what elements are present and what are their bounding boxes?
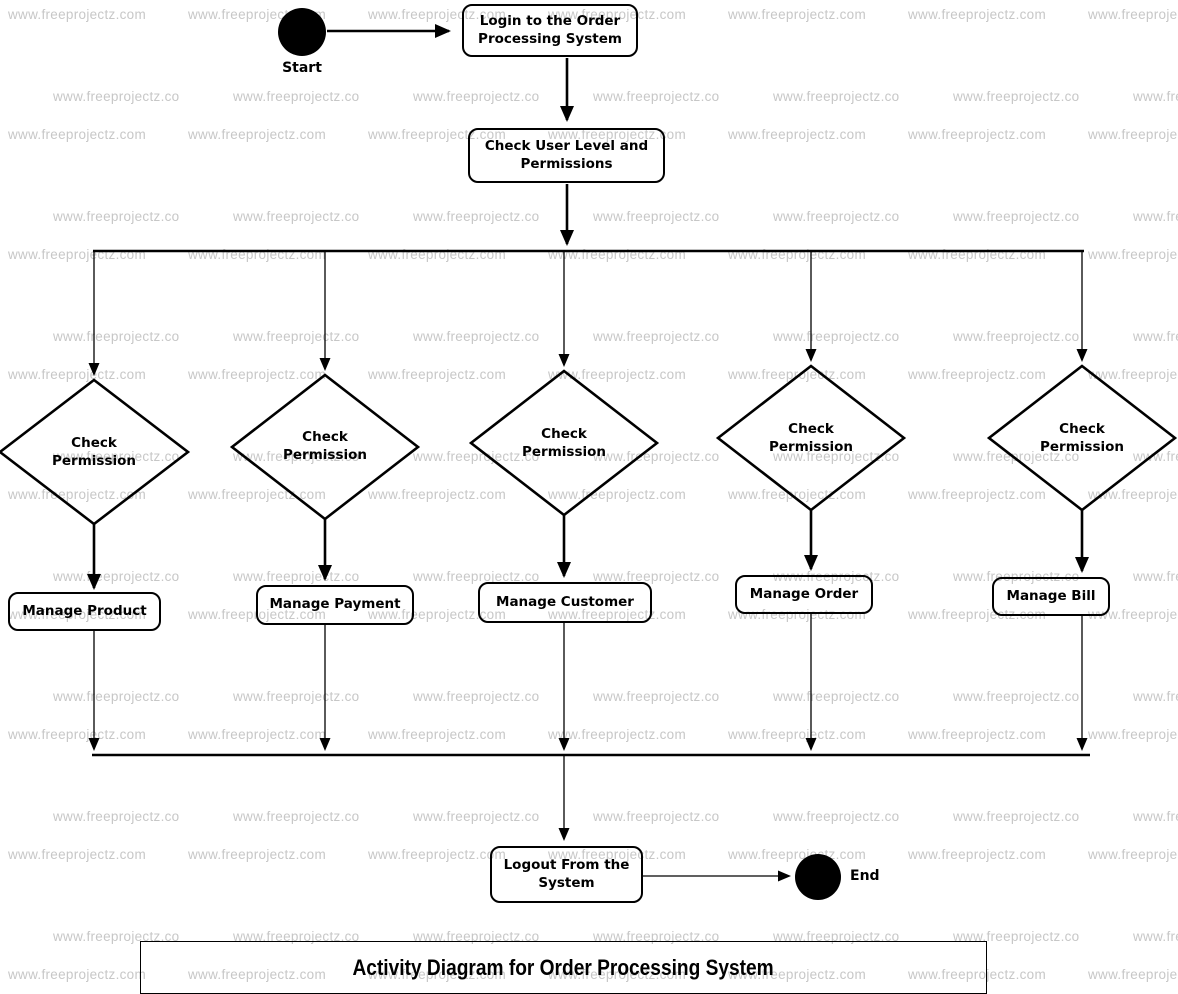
activity-check-user-level: Check User Level and Permissions bbox=[468, 128, 665, 183]
action-manage-payment: Manage Payment bbox=[256, 585, 414, 625]
action-manage-product: Manage Product bbox=[8, 592, 161, 631]
decision-label-1: Check Permission bbox=[52, 435, 136, 470]
start-label: Start bbox=[282, 60, 322, 76]
action-manage-customer: Manage Customer bbox=[478, 582, 652, 623]
start-node bbox=[278, 8, 326, 56]
activity-logout: Logout From the System bbox=[490, 846, 643, 903]
diagram-title: Activity Diagram for Order Processing Sy… bbox=[352, 954, 775, 980]
decision-label-4: Check Permission bbox=[769, 421, 853, 456]
decision-label-2: Check Permission bbox=[283, 429, 367, 464]
activity-login: Login to the Order Processing System bbox=[462, 4, 638, 57]
decision-label-5: Check Permission bbox=[1040, 421, 1124, 456]
end-node bbox=[795, 854, 841, 900]
diagram-title-box: Activity Diagram for Order Processing Sy… bbox=[140, 941, 987, 994]
action-manage-bill: Manage Bill bbox=[992, 577, 1110, 616]
action-manage-order: Manage Order bbox=[735, 575, 873, 614]
decision-label-3: Check Permission bbox=[522, 426, 606, 461]
end-label: End bbox=[850, 868, 880, 884]
